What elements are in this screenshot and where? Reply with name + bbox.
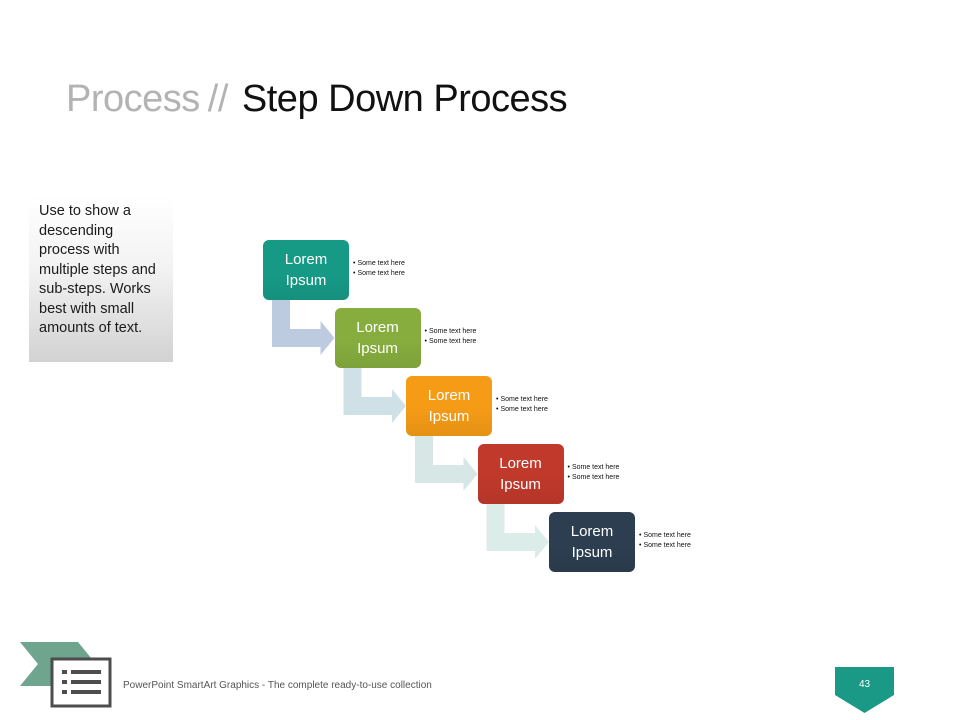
slide-title: Process// Step Down Process	[66, 78, 568, 121]
title-prefix: Process	[66, 78, 200, 120]
bent-arrow-connector-2	[343, 368, 406, 423]
step-bullets-1: Some text hereSome text here	[353, 259, 404, 279]
step-box-3: Lorem Ipsum	[406, 376, 492, 436]
step-bullets-4: Some text hereSome text here	[568, 463, 619, 483]
page-number-badge	[835, 667, 894, 713]
bent-arrow-connector-1	[272, 300, 335, 355]
step-box-1: Lorem Ipsum	[263, 240, 349, 300]
bullet-item: Some text here	[639, 531, 690, 541]
bullet-item: Some text here	[568, 463, 619, 473]
page-number: 43	[858, 679, 871, 690]
step-box-5: Lorem Ipsum	[549, 512, 635, 572]
title-separator: //	[207, 78, 229, 120]
bent-arrow-connector-4	[486, 504, 549, 559]
step-box-4: Lorem Ipsum	[477, 444, 564, 504]
bullet-item: Some text here	[568, 473, 619, 483]
bullet-item: Some text here	[496, 405, 547, 415]
bent-arrow-connector-3	[415, 436, 478, 491]
step-box-2: Lorem Ipsum	[334, 308, 421, 368]
step-bullets-2: Some text hereSome text here	[425, 327, 476, 347]
bullet-item: Some text here	[353, 269, 404, 279]
step-bullets-5: Some text hereSome text here	[639, 531, 690, 551]
title-main: Step Down Process	[241, 78, 568, 120]
description-box: Use to show a descending process with mu…	[29, 196, 173, 362]
bullet-item: Some text here	[425, 337, 476, 347]
bullet-item: Some text here	[425, 327, 476, 337]
bullet-item: Some text here	[353, 259, 404, 269]
list-icon	[20, 642, 112, 708]
footer-text: PowerPoint SmartArt Graphics - The compl…	[123, 680, 432, 691]
bullet-item: Some text here	[496, 395, 547, 405]
bullet-item: Some text here	[639, 541, 690, 551]
step-bullets-3: Some text hereSome text here	[496, 395, 547, 415]
